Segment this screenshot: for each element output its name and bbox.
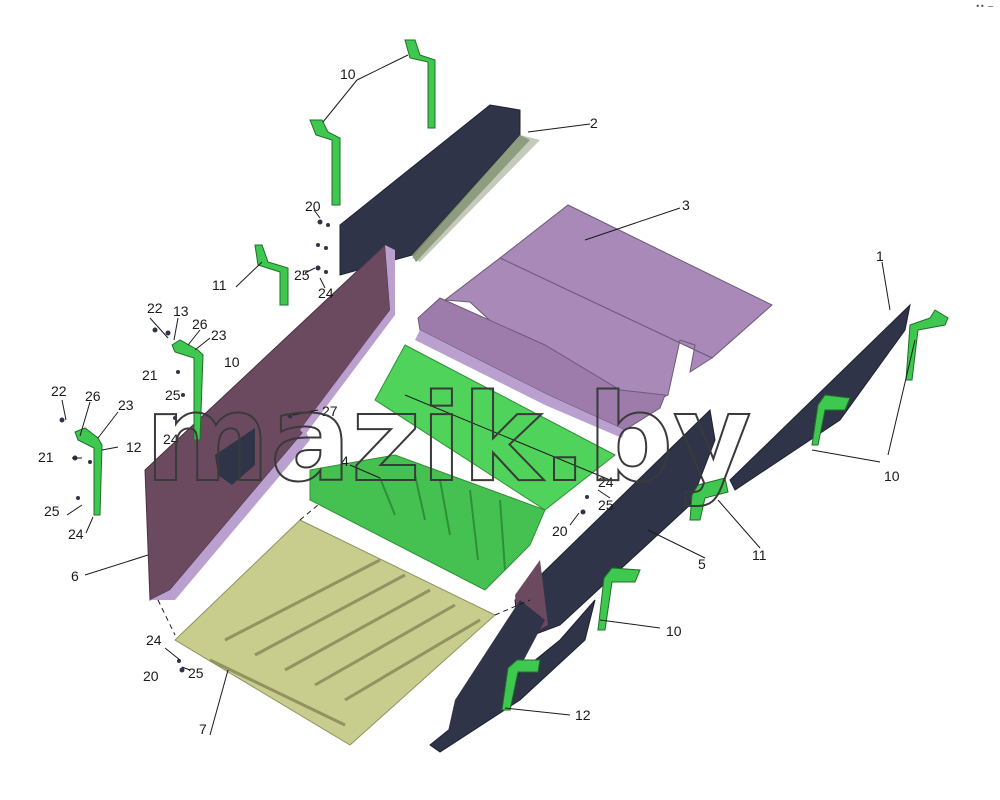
callout-4: 4	[341, 453, 349, 469]
callout-25-left: 25	[44, 503, 60, 519]
callout-25-mid: 25	[165, 387, 181, 403]
callout-21-mid: 21	[142, 367, 158, 383]
alignment-lines	[157, 504, 531, 636]
callout-23-mid: 23	[211, 327, 227, 343]
part-3-floor-panel	[415, 204, 773, 438]
callout-24-right: 24	[598, 474, 614, 490]
part-12-side-panel	[429, 599, 596, 753]
callout-21-left: 21	[38, 449, 54, 465]
callout-25-bottom: 25	[188, 665, 204, 681]
callout-23-left: 23	[118, 397, 134, 413]
callout-11-left: 11	[212, 277, 227, 293]
callout-10-right-bottom: 10	[666, 623, 682, 639]
callout-24-top: 24	[318, 285, 334, 301]
callout-5: 5	[698, 556, 706, 572]
callout-10-top: 10	[340, 66, 356, 82]
callout-11-right: 11	[752, 547, 767, 563]
callout-12-left: 12	[126, 439, 142, 455]
part-7-floor-mat	[174, 519, 496, 746]
brackets	[74, 39, 949, 711]
callout-24-left: 24	[68, 526, 84, 542]
callout-10-mid: 10	[224, 354, 240, 370]
callout-1: 1	[876, 248, 884, 264]
part-1-side-panel	[729, 303, 911, 491]
callout-10-right-top: 10	[884, 468, 900, 484]
callout-20-top: 20	[305, 198, 321, 214]
callout-20-right: 20	[552, 523, 568, 539]
part-4-green-tray	[309, 344, 616, 591]
callout-26-left: 26	[85, 388, 101, 404]
callout-2: 2	[590, 115, 598, 131]
callout-26-mid: 26	[192, 316, 208, 332]
corner-mark: •• −	[975, 2, 994, 11]
callout-27: 27	[322, 403, 338, 419]
part-2-side-panel	[339, 104, 540, 276]
fasteners	[59, 219, 589, 673]
callout-22-left: 22	[51, 383, 67, 399]
callout-24-bottom: 24	[146, 632, 162, 648]
watermark: mazik.by	[145, 370, 752, 509]
callout-7: 7	[199, 721, 207, 737]
callout-13: 13	[173, 303, 189, 319]
callout-3: 3	[682, 197, 690, 213]
part-6-side-panel	[144, 243, 395, 601]
callout-12-bottom: 12	[575, 707, 591, 723]
callout-labels: 10 2 3 1 20 25 24 11 22 13 26 23 10 21 2…	[38, 66, 900, 737]
callout-24-mid: 24	[163, 431, 179, 447]
callout-25-top: 25	[294, 267, 310, 283]
callout-25-right: 25	[598, 497, 614, 513]
callout-6: 6	[71, 568, 79, 584]
callout-20-bottom: 20	[143, 668, 159, 684]
callout-22-mid: 22	[147, 300, 163, 316]
leader-lines	[61, 54, 916, 736]
